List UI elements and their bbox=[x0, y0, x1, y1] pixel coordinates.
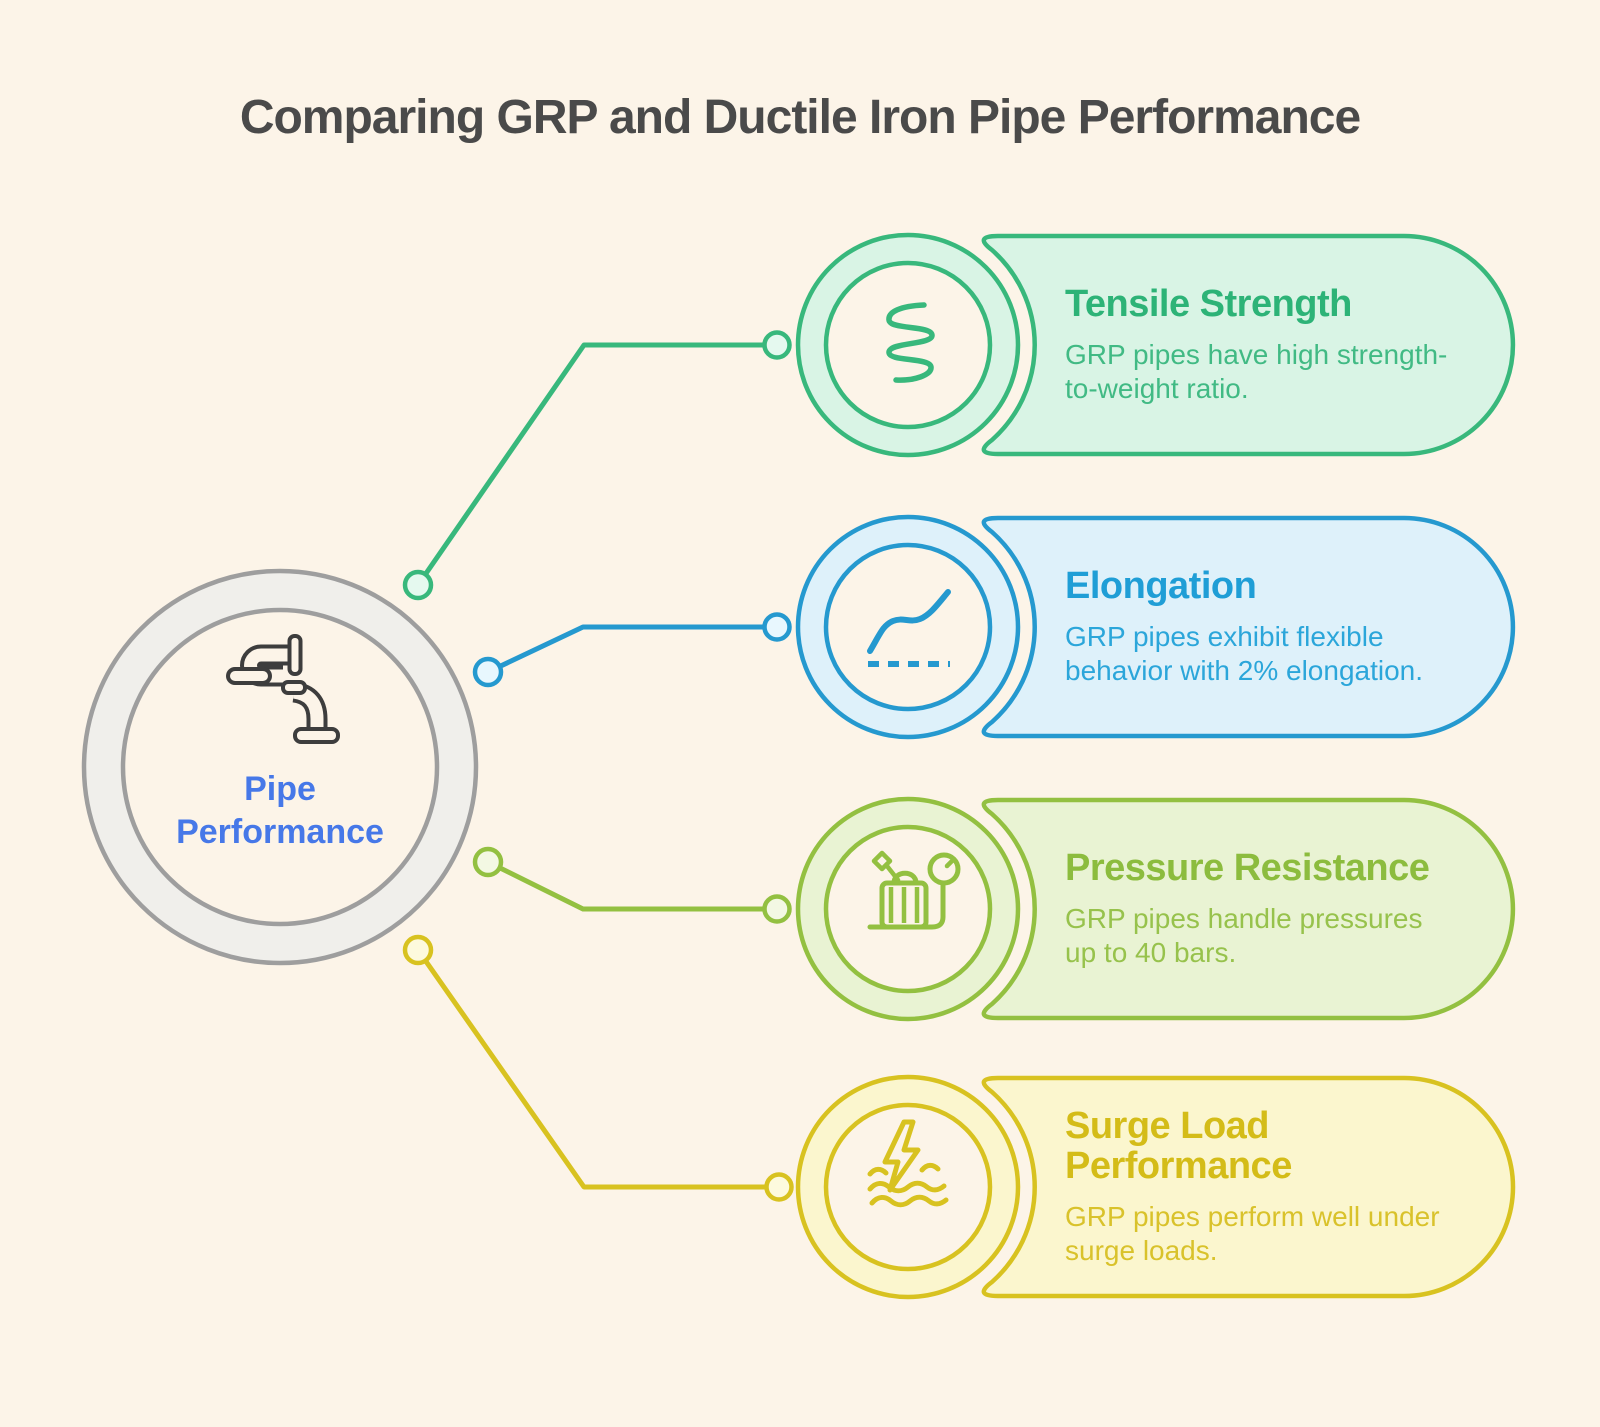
connector-pressure bbox=[472, 846, 792, 924]
card-tensile-text: Tensile Strength GRP pipes have high str… bbox=[1065, 236, 1495, 454]
connector-ring bbox=[762, 612, 792, 642]
card-body: GRP pipes handle pressures up to 40 bars… bbox=[1065, 903, 1423, 968]
card-elongation bbox=[795, 514, 1516, 740]
connector-node bbox=[402, 569, 434, 601]
strain-curve-icon bbox=[867, 589, 951, 667]
coil-spring-icon bbox=[886, 302, 935, 383]
card-shape bbox=[981, 233, 1516, 457]
pipe-icon bbox=[226, 634, 340, 744]
card-tensile-strength bbox=[795, 232, 1516, 458]
connector-ring bbox=[762, 330, 792, 360]
card-shape bbox=[981, 797, 1516, 1021]
connector-ring bbox=[762, 894, 792, 924]
central-hub-label-line: Pipe bbox=[244, 770, 316, 808]
surge-lightning-wave-icon bbox=[867, 1119, 949, 1208]
connector-node bbox=[402, 934, 434, 966]
card-title: Pressure Resistance bbox=[1065, 847, 1430, 889]
connector-elongation bbox=[472, 612, 792, 688]
card-shape bbox=[981, 515, 1516, 739]
connector-node bbox=[472, 656, 504, 688]
card-shape bbox=[981, 1075, 1516, 1299]
card-title: Surge Load Performance bbox=[1065, 1105, 1292, 1187]
central-hub-label: Pipe Performance bbox=[105, 768, 455, 854]
card-body: GRP pipes have high strength- to-weight … bbox=[1065, 339, 1448, 404]
connector-surge bbox=[402, 934, 794, 1202]
card-elongation-text: Elongation GRP pipes exhibit flexible be… bbox=[1065, 518, 1495, 736]
card-badge-inner bbox=[823, 824, 993, 994]
card-badge-inner bbox=[823, 542, 993, 712]
page-title: Comparing GRP and Ductile Iron Pipe Perf… bbox=[239, 91, 1361, 144]
card-pressure-resistance bbox=[795, 796, 1516, 1022]
card-body: GRP pipes exhibit flexible behavior with… bbox=[1065, 621, 1424, 686]
central-hub-label-line: Performance bbox=[176, 813, 384, 851]
card-surge-text: Surge Load Performance GRP pipes perform… bbox=[1065, 1078, 1495, 1296]
pressure-gauge-icon bbox=[867, 850, 961, 930]
card-surge-load-performance bbox=[795, 1074, 1516, 1300]
card-title: Tensile Strength bbox=[1065, 283, 1352, 325]
connector-ring bbox=[764, 1172, 794, 1202]
card-title: Elongation bbox=[1065, 565, 1257, 607]
connector-node bbox=[472, 846, 504, 878]
card-pressure-text: Pressure Resistance GRP pipes handle pre… bbox=[1065, 800, 1495, 1018]
card-body: GRP pipes perform well under surge loads… bbox=[1065, 1201, 1440, 1266]
central-hub-circle bbox=[81, 568, 479, 966]
connector-tensile bbox=[402, 330, 792, 601]
